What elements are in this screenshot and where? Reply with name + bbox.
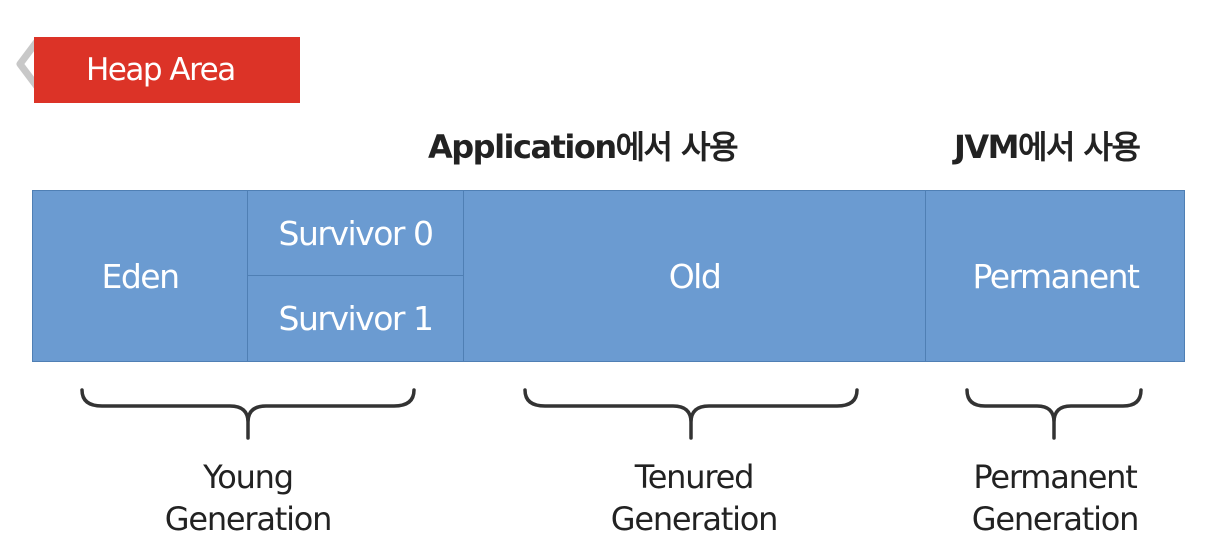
old-segment: Old	[464, 191, 926, 361]
tenured-generation-label: Tenured Generation	[594, 456, 794, 540]
eden-label: Eden	[101, 256, 180, 296]
survivor-0-label: Survivor 0	[278, 213, 434, 253]
tenured-generation-line-2: Generation	[610, 500, 779, 538]
survivor-1-label: Survivor 1	[278, 299, 434, 338]
permanent-generation-line-1: Permanent	[973, 458, 1137, 496]
permanent-label: Permanent	[972, 256, 1140, 296]
tenured-generation-brace	[523, 388, 859, 440]
application-usage-label: Application에서 사용	[428, 128, 739, 166]
survivor-1-segment: Survivor 1	[248, 276, 463, 361]
permanent-segment: Permanent	[926, 191, 1185, 361]
permanent-generation-brace	[965, 388, 1143, 440]
heap-bar: Eden Survivor 0 Survivor 1 Old Permanent	[32, 190, 1185, 362]
eden-segment: Eden	[33, 191, 248, 361]
young-generation-brace	[80, 388, 416, 440]
heap-area-title: Heap Area	[34, 37, 300, 103]
back-chevron-icon[interactable]	[6, 34, 50, 94]
tenured-generation-line-1: Tenured	[634, 458, 755, 496]
old-label: Old	[668, 256, 722, 296]
permanent-generation-line-2: Generation	[971, 500, 1140, 538]
survivor-0-segment: Survivor 0	[248, 191, 463, 276]
young-generation-line-1: Young	[203, 458, 294, 496]
young-generation-line-2: Generation	[164, 500, 333, 538]
permanent-generation-label: Permanent Generation	[955, 456, 1155, 540]
young-generation-label: Young Generation	[148, 456, 348, 540]
jvm-usage-label: JVM에서 사용	[954, 128, 1141, 166]
survivor-segment: Survivor 0 Survivor 1	[248, 191, 464, 361]
